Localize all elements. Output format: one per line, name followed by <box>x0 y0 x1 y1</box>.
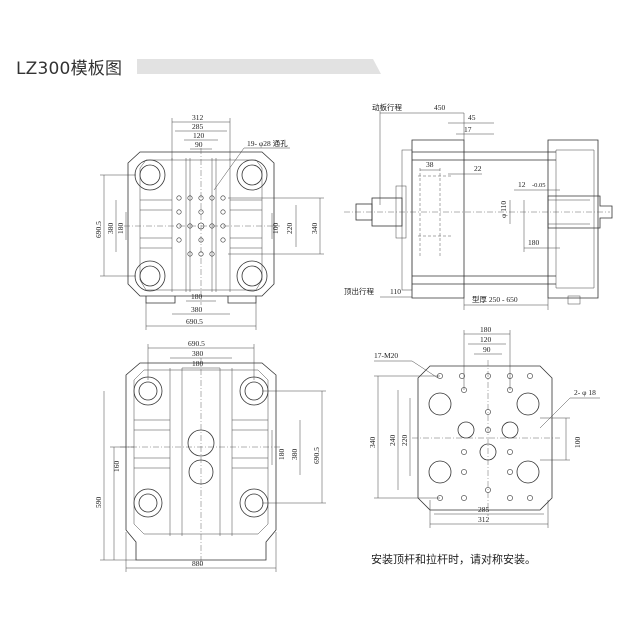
tr-dim-450: 450 <box>434 103 446 112</box>
tl-holes-label: 19- φ28 通孔 <box>247 138 288 148</box>
bl-dim-180: 180 <box>192 359 204 368</box>
tr-phi110: φ 110 <box>499 201 508 218</box>
title-underline-bar <box>137 59 381 74</box>
br-dim-180: 180 <box>480 325 492 334</box>
bl-left-160: 160 <box>112 461 121 473</box>
br-threads-label: 17-M20 <box>374 351 398 360</box>
br-pins-label: 2- φ 18 <box>574 388 596 397</box>
tl-dim-312: 312 <box>192 113 204 122</box>
top-right-side-view: 动板行程 450 45 17 38 22 12 -0.05 φ 110 180 … <box>344 102 613 310</box>
installation-note: 安装顶杆和拉杆时，请对称安装。 <box>371 553 536 566</box>
bl-left-590: 590 <box>94 497 103 509</box>
tl-dim-285: 285 <box>192 122 204 131</box>
tr-dim-38: 38 <box>426 160 434 169</box>
tr-dim-22: 22 <box>474 164 482 173</box>
tr-tolerance: -0.05 <box>532 182 546 189</box>
bl-dim-690: 690.5 <box>188 339 205 348</box>
tr-mold-thickness: 型厚 250 - 650 <box>472 295 518 304</box>
tl-dim-690-left: 690.5 <box>94 221 103 238</box>
bottom-left-platen-view: 690.5 380 180 180 380 690.5 160 590 880 <box>94 339 326 572</box>
br-dim-90: 90 <box>483 345 491 354</box>
br-left-240: 240 <box>388 435 397 447</box>
tr-dim-17: 17 <box>464 125 472 134</box>
br-right-100: 100 <box>573 437 582 449</box>
tl-dim-120: 120 <box>193 131 205 140</box>
bl-right-380: 380 <box>290 449 299 461</box>
tr-dim-110: 110 <box>390 287 401 296</box>
tl-dim-340: 340 <box>310 223 319 235</box>
br-dim-120: 120 <box>480 335 492 344</box>
tl-dim-380-left: 380 <box>106 223 115 235</box>
br-bottom-285: 285 <box>478 505 490 514</box>
bottom-right-hole-pattern: 180 120 90 17-M20 2- φ 18 340 240 220 10… <box>368 325 600 528</box>
top-left-platen-view: 312 285 120 90 19- φ28 通孔 690.5 380 180 … <box>94 113 324 330</box>
tl-dim-180-bottom: 180 <box>191 292 203 301</box>
tl-dim-220: 220 <box>285 223 294 235</box>
tr-dim-180: 180 <box>528 238 540 247</box>
page-title: LZ300模板图 <box>16 59 123 79</box>
br-bottom-312: 312 <box>478 515 490 524</box>
br-left-220: 220 <box>400 435 409 447</box>
tl-dim-100: 100 <box>271 223 280 235</box>
bl-right-690: 690.5 <box>312 447 321 464</box>
tr-dim-45: 45 <box>468 113 476 122</box>
bl-dim-380: 380 <box>192 349 204 358</box>
br-left-340: 340 <box>368 437 377 449</box>
tl-dim-380-bottom: 380 <box>191 305 203 314</box>
tl-dim-180-left: 180 <box>116 223 125 235</box>
tr-dim-12: 12 <box>518 180 526 189</box>
tl-dim-90: 90 <box>195 140 203 149</box>
tr-eject-stroke: 顶出行程 <box>344 286 374 296</box>
tl-dim-690-bottom: 690.5 <box>186 317 203 326</box>
tr-move-stroke: 动板行程 <box>372 102 402 112</box>
bl-right-180: 180 <box>277 449 286 461</box>
bl-bottom-880: 880 <box>192 559 204 568</box>
